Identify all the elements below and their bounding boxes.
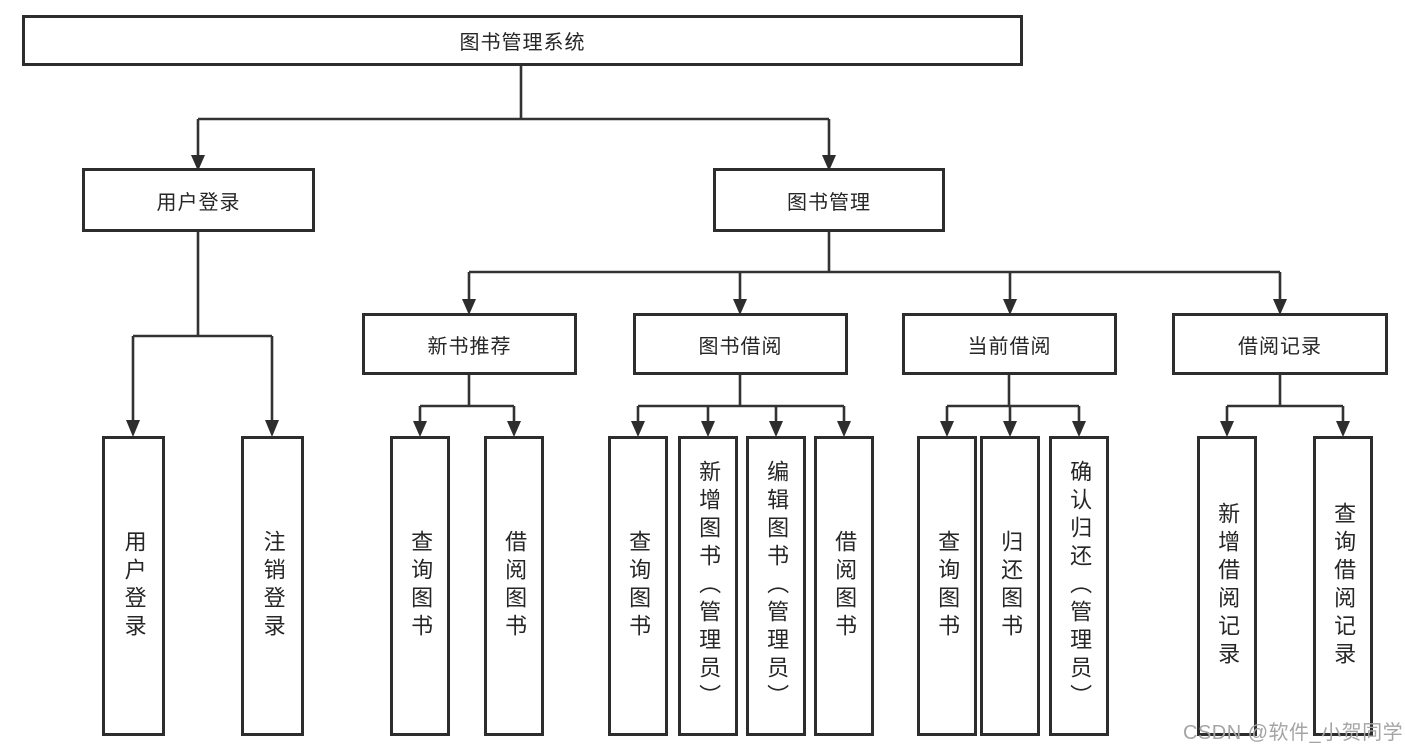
node-label: 图书管理系统 bbox=[459, 32, 586, 54]
leaf-edit-book-admin: 编辑图书（管理员） bbox=[746, 436, 806, 736]
leaf-borrow-books-borrow: 借阅图书 bbox=[814, 436, 874, 736]
leaf-label: 查询图书 bbox=[935, 530, 961, 642]
node-label: 当前借阅 bbox=[967, 335, 1052, 358]
leaf-user-login: 用户登录 bbox=[102, 436, 165, 736]
leaf-return-books: 归还图书 bbox=[980, 436, 1040, 736]
node-label: 图书借阅 bbox=[698, 335, 783, 358]
leaf-borrow-books-recommend: 借阅图书 bbox=[484, 436, 544, 736]
node-user-login: 用户登录 bbox=[82, 168, 315, 232]
leaf-label: 查询图书 bbox=[626, 530, 652, 642]
leaf-confirm-return-admin: 确认归还（管理员） bbox=[1049, 436, 1109, 736]
leaf-logout: 注销登录 bbox=[241, 436, 304, 736]
leaf-query-books-recommend: 查询图书 bbox=[390, 436, 450, 736]
leaf-label: 注销登录 bbox=[260, 530, 286, 642]
leaf-label: 编辑图书（管理员） bbox=[764, 460, 790, 712]
leaf-add-borrow-record: 新增借阅记录 bbox=[1197, 436, 1257, 736]
leaf-label: 查询图书 bbox=[408, 530, 434, 642]
csdn-watermark: CSDN @软件_小贺同学 bbox=[1183, 722, 1404, 744]
leaf-query-books-current: 查询图书 bbox=[917, 436, 977, 736]
leaf-label: 新增借阅记录 bbox=[1215, 502, 1241, 670]
leaf-label: 借阅图书 bbox=[832, 530, 858, 642]
node-book-management: 图书管理 bbox=[713, 168, 945, 232]
node-new-book-recommend: 新书推荐 bbox=[362, 313, 577, 375]
node-label: 用户登录 bbox=[156, 191, 241, 214]
node-library-management-system: 图书管理系统 bbox=[22, 15, 1023, 66]
node-label: 图书管理 bbox=[787, 191, 871, 214]
node-book-borrow: 图书借阅 bbox=[633, 313, 848, 375]
leaf-label: 借阅图书 bbox=[502, 530, 528, 642]
leaf-label: 确认归还（管理员） bbox=[1067, 460, 1093, 712]
node-current-borrow: 当前借阅 bbox=[902, 313, 1117, 375]
leaf-label: 查询借阅记录 bbox=[1331, 502, 1357, 670]
leaf-label: 用户登录 bbox=[121, 530, 147, 642]
node-borrow-records: 借阅记录 bbox=[1172, 313, 1388, 375]
leaf-add-book-admin: 新增图书（管理员） bbox=[678, 436, 738, 736]
leaf-query-borrow-record: 查询借阅记录 bbox=[1313, 436, 1373, 736]
leaf-query-books-borrow: 查询图书 bbox=[608, 436, 668, 736]
node-label: 新书推荐 bbox=[427, 335, 512, 358]
leaf-label: 新增图书（管理员） bbox=[696, 460, 722, 712]
leaf-label: 归还图书 bbox=[998, 530, 1024, 642]
node-label: 借阅记录 bbox=[1238, 335, 1322, 358]
